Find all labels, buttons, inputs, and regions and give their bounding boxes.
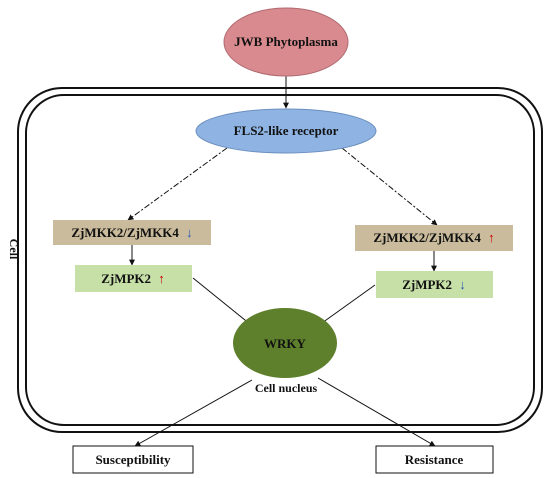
left-mpk-box: [75, 265, 192, 292]
cell-outer-membrane: [17, 87, 543, 433]
cell-inner-membrane: [25, 94, 535, 426]
receptor-label: FLS2-like receptor: [234, 123, 339, 138]
resistance-box: [375, 445, 494, 474]
wrky-nucleus-node: [233, 308, 337, 378]
dashed-receptor-to-right-mkk: [341, 147, 438, 226]
right-mpk-name: ZjMPK2: [402, 277, 452, 292]
left-mkk-down-arrow-icon: ↓: [186, 225, 193, 240]
left-mkk-box: [53, 220, 211, 245]
dashed-receptor-to-left-mkk: [127, 147, 228, 221]
cell-label: Cell: [7, 239, 21, 260]
right-mpk-down-arrow-icon: ↓: [459, 277, 466, 292]
right-mkk-up-arrow-icon: ↑: [488, 230, 495, 245]
susceptibility-box: [72, 445, 194, 474]
resistance-label: Resistance: [405, 452, 464, 467]
left-mpk-up-arrow-icon: ↑: [158, 271, 165, 286]
right-mkk-box: [355, 225, 513, 251]
left-mkk-name: ZjMKK2/ZjMKK4: [71, 225, 179, 240]
arrow-nucleus-to-resistance: [317, 377, 436, 447]
pathogen-label: JWB Phytoplasma: [234, 34, 338, 49]
cell-nucleus-label: Cell nucleus: [255, 381, 318, 395]
arrow-nucleus-to-susceptibility: [134, 379, 253, 447]
left-mpk-name: ZjMPK2: [101, 271, 151, 286]
right-mpk-label: ZjMPK2 ↓: [402, 277, 466, 292]
right-mkk-name: ZjMKK2/ZjMKK4: [373, 230, 481, 245]
left-mpk-label: ZjMPK2 ↑: [101, 271, 165, 286]
receptor-node: [195, 108, 377, 154]
susceptibility-label: Susceptibility: [95, 452, 171, 467]
wrky-label: WRKY: [264, 336, 307, 351]
left-mkk-label: ZjMKK2/ZjMKK4 ↓: [71, 225, 192, 240]
right-mpk-box: [376, 271, 493, 298]
pathogen-node: [223, 7, 349, 77]
right-mkk-label: ZjMKK2/ZjMKK4 ↑: [373, 230, 494, 245]
